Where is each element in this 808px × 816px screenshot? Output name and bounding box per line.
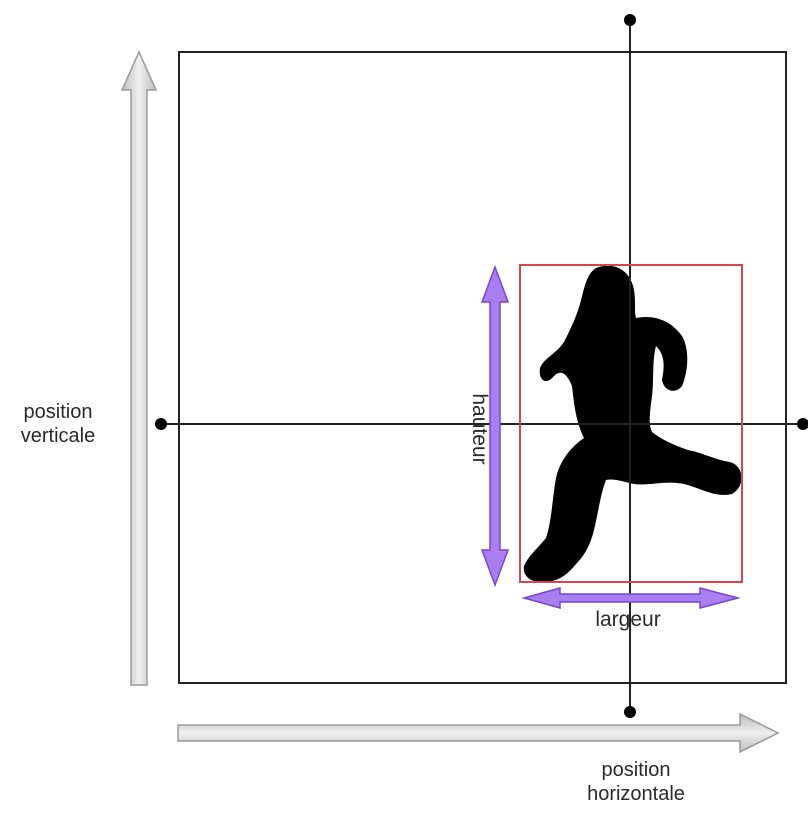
horizontal-position-label: position horizontale [556,758,716,806]
horizontal-position-label-line-1: position [601,759,671,781]
width-arrow [521,587,741,609]
axis-endpoint-bottom [624,706,636,718]
width-label: largeur [595,608,661,631]
vertical-position-label: position verticale [2,400,114,448]
horizontal-position-arrow [177,712,780,754]
height-label: hauteur [468,393,491,465]
image-frame [178,51,787,684]
bounding-box [519,264,743,583]
axis-endpoint-right [797,418,808,430]
axis-endpoint-left [155,418,167,430]
horizontal-position-label-line-2: horizontale [587,783,685,805]
axis-endpoint-top [624,14,636,26]
vertical-position-label-line-2: verticale [20,425,96,447]
vertical-position-label-line-1: position [23,401,93,423]
height-arrow [480,264,510,588]
vertical-position-arrow [120,50,158,686]
